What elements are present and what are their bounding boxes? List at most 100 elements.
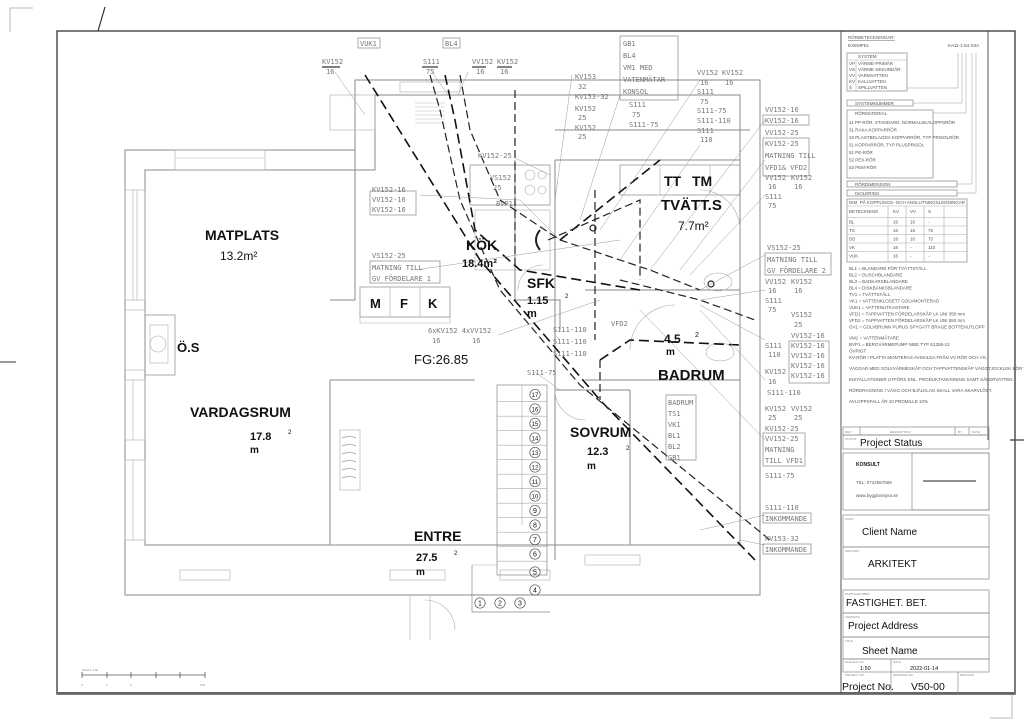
legend-system-code: S: [849, 85, 852, 90]
room-name-entre: ENTRE: [414, 528, 461, 544]
legend-note: VFD1 = TAPPVATTEN FÖRDELARSKÅP LK UNI 35…: [849, 311, 965, 317]
tag-dim: 75: [632, 111, 640, 119]
gb1-box-line: GB1: [623, 40, 636, 48]
dim-table-cell: -: [928, 254, 930, 259]
legend-materials: 11 PP-RÖR, STANDARD, NORMALSKALOPPSRÖR31…: [849, 119, 960, 170]
stack-box-line: KV152-16: [791, 342, 825, 350]
badrum-box-line: BADRUM: [668, 399, 693, 407]
tag-dim: 16: [794, 287, 802, 295]
room-unit-entre: m: [416, 567, 425, 578]
room-name-kok: KÖK: [466, 237, 497, 253]
room-sup-sovrum: 2: [626, 446, 630, 452]
stack-box-line: KV152-16: [791, 362, 825, 370]
tag-s111-r3: S111: [765, 193, 782, 201]
rev-header: DATE: [972, 430, 980, 434]
gb1-box-line: KONSOL: [623, 88, 648, 96]
stack-box-line: VV152-16: [791, 352, 825, 360]
tag-kv152-top: KV152: [322, 58, 343, 66]
scale-label: SCALE AT A3: [845, 660, 864, 664]
project-no-label: PROJECT NO.: [845, 673, 865, 677]
legend-note: VFD2 = TAPPVATTEN FÖRDELARSKÅP LK UNI 55…: [849, 317, 965, 323]
tag-dim: 16: [476, 68, 484, 76]
gv2-box-line: GV FÖRDELARE 2: [767, 266, 826, 275]
tag-kv152-r4: KV152: [791, 278, 812, 286]
legend-system-code: VP: [849, 61, 855, 66]
stair-step-number: 4: [533, 588, 537, 595]
tag-dim: 25: [768, 414, 776, 422]
vfd-box-line: VV152-25: [765, 129, 799, 137]
stair-step-circle: [529, 475, 541, 488]
tag-dim: 16: [768, 287, 776, 295]
appliance-tt: TT: [664, 173, 682, 189]
gb1-box-line: VM1 MED: [623, 64, 653, 72]
room-name-sfk: SFK: [527, 275, 555, 291]
dim-table-cell: TS: [849, 228, 855, 233]
room-area-vardagsrum: 17.8: [250, 431, 271, 443]
tag-vs152-r: VS152: [791, 311, 812, 319]
stair-step-circle: [529, 417, 541, 430]
kok-box-line: KV152-16: [372, 186, 406, 194]
tag-dim: 25: [578, 133, 586, 141]
tag-s111-75-mid: S111-75: [629, 121, 659, 129]
room-unit-sovrum: m: [587, 461, 596, 472]
tag-vv152-r: VV152: [697, 69, 718, 77]
stair-step-number: 17: [532, 393, 539, 399]
legend-material: 32 PLASTBELAGDA KOPPARRÖR, TYP PRISOLRÖR: [849, 134, 960, 140]
legend-system-code: VS: [849, 67, 855, 72]
legend-note: VK1 = VATTENKLOSETT GOLVMONTERAD: [849, 299, 940, 304]
tag-vv152-r3: VV152: [765, 174, 786, 182]
dim-table-header: KV: [893, 209, 899, 214]
tag-kv152-top2: KV152: [497, 58, 518, 66]
dim-table-cell: 16: [893, 245, 899, 250]
room-area-badrum: 4.5: [664, 332, 681, 346]
tag-bvp1: BVP1: [496, 200, 513, 208]
tag-dim: 16: [768, 378, 776, 386]
title-block: REV DESCRIPTION BY DATE STATUS Project S…: [842, 426, 990, 694]
project-status: Project Status: [860, 438, 922, 449]
date-value: 2022-01-14: [910, 666, 938, 672]
vfd-box-line: KV152-16: [765, 117, 799, 125]
pipe-routes: [364, 74, 771, 561]
legend-note: BL3 = BADKARSBLANDARE: [849, 279, 908, 284]
tag-kv152-25-kok: KV152-25: [478, 152, 512, 160]
stair-step-number: 2: [498, 601, 502, 608]
stair-step-number: 11: [532, 480, 539, 486]
dim-table-header: S: [928, 209, 931, 214]
fireplace-label: Ö.S: [177, 340, 200, 355]
legend-note: BL2 = DUSCHBLANDARE: [849, 273, 902, 278]
tag-s111-75-low: S111-75: [527, 369, 557, 377]
stair-step-circle: [529, 504, 541, 517]
tag-kv152-r6: KV152: [765, 405, 786, 413]
inkommande2-line: KV153-32: [765, 535, 799, 543]
tag-vuk1: VUK1: [360, 40, 377, 48]
room-area-entre: 27.5: [416, 552, 437, 564]
dim-table-cell: 16: [893, 228, 899, 233]
tag-dim: 25: [794, 321, 802, 329]
tag-kv152-r5: KV152: [765, 368, 786, 376]
tag-dim: 16: [768, 183, 776, 191]
badrum-box-line: VK1: [668, 421, 681, 429]
vfd-box-line: VV152-16: [765, 106, 799, 114]
badrum-box-line: BL1: [668, 432, 681, 440]
tag-kv152-r: KV152: [722, 69, 743, 77]
tag-dim: 16: [326, 68, 334, 76]
legend-note: AVLOPPSFALL ÄR 10 PROMILLE 10%: [849, 398, 928, 404]
stack-box-line: KV152-16: [791, 372, 825, 380]
tag-dim: 16: [794, 183, 802, 191]
stair-step-circle: [529, 566, 541, 578]
legend-note: TV1 = TVÄTTSTÄLL: [849, 291, 891, 297]
legend-material: 51 PE-RÖR: [849, 149, 874, 155]
tag-dim: 75: [768, 202, 776, 210]
property-name: FASTIGHET. BET.: [846, 598, 927, 609]
property-label: FASTIGHETSBET.: [845, 592, 870, 596]
room-name-matplats: MATPLATS: [205, 227, 279, 243]
scale-bar: SKALA 1:50 0 1 2 5 M: [81, 668, 206, 687]
sheet-name: Sheet Name: [862, 646, 918, 657]
status-label: STATUS: [845, 437, 856, 441]
vfd1-box-line: VV152-25: [765, 435, 799, 443]
legend-systemnummer: SYSTEMNUMMER: [855, 101, 895, 106]
